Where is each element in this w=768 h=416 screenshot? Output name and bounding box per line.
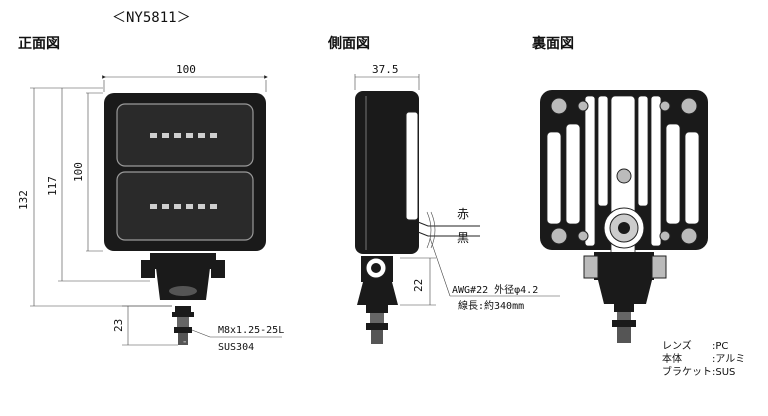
dim-front-body-height: 100 <box>72 162 85 182</box>
front-view: ≡ 100 100 117 132 23 M8x1.25-25L SUS304 <box>17 63 284 353</box>
back-view <box>540 90 708 343</box>
model-title: ＜NY5811＞ <box>112 10 191 26</box>
dim-side-depth: 37.5 <box>372 63 399 76</box>
front-view-title: 正面図 <box>18 36 60 52</box>
material-value-body: :アルミ <box>712 354 745 365</box>
bolt-material: SUS304 <box>218 342 254 353</box>
dim-front-132: 132 <box>17 190 30 210</box>
front-bracket-top <box>150 253 216 269</box>
wire-length: 線長:約340mm <box>458 299 524 312</box>
wire-spec: AWG#22 外径φ4.2 <box>452 283 538 296</box>
material-part-body: 本体 <box>662 352 682 365</box>
dim-front-bolt: 23 <box>112 319 125 332</box>
wire-red-label: 赤 <box>457 207 469 221</box>
materials-table: レンズ :PC 本体 :アルミ ブラケット :SUS <box>662 339 745 378</box>
material-value-lens: :PC <box>712 341 728 352</box>
svg-text:≡: ≡ <box>183 339 186 344</box>
side-view: 赤 黒 37.5 22 AWG#22 外径φ4.2 線長:約340mm <box>354 63 560 344</box>
front-lens-lower <box>116 171 254 241</box>
bolt-spec: M8x1.25-25L <box>218 325 284 336</box>
led-row-upper <box>150 133 217 138</box>
dim-front-width: 100 <box>176 63 196 76</box>
wire-black-label: 黒 <box>457 231 469 245</box>
dim-side-22: 22 <box>412 279 425 292</box>
side-view-title: 側面図 <box>327 35 370 52</box>
back-view-title: 裏面図 <box>531 35 574 52</box>
dim-front-117: 117 <box>46 176 59 196</box>
material-part-lens: レンズ <box>662 339 692 352</box>
led-row-lower <box>150 204 217 209</box>
material-value-bracket: :SUS <box>712 367 735 378</box>
material-part-bracket: ブラケット <box>662 365 712 378</box>
side-housing <box>355 91 419 254</box>
front-lens-upper <box>116 103 254 167</box>
